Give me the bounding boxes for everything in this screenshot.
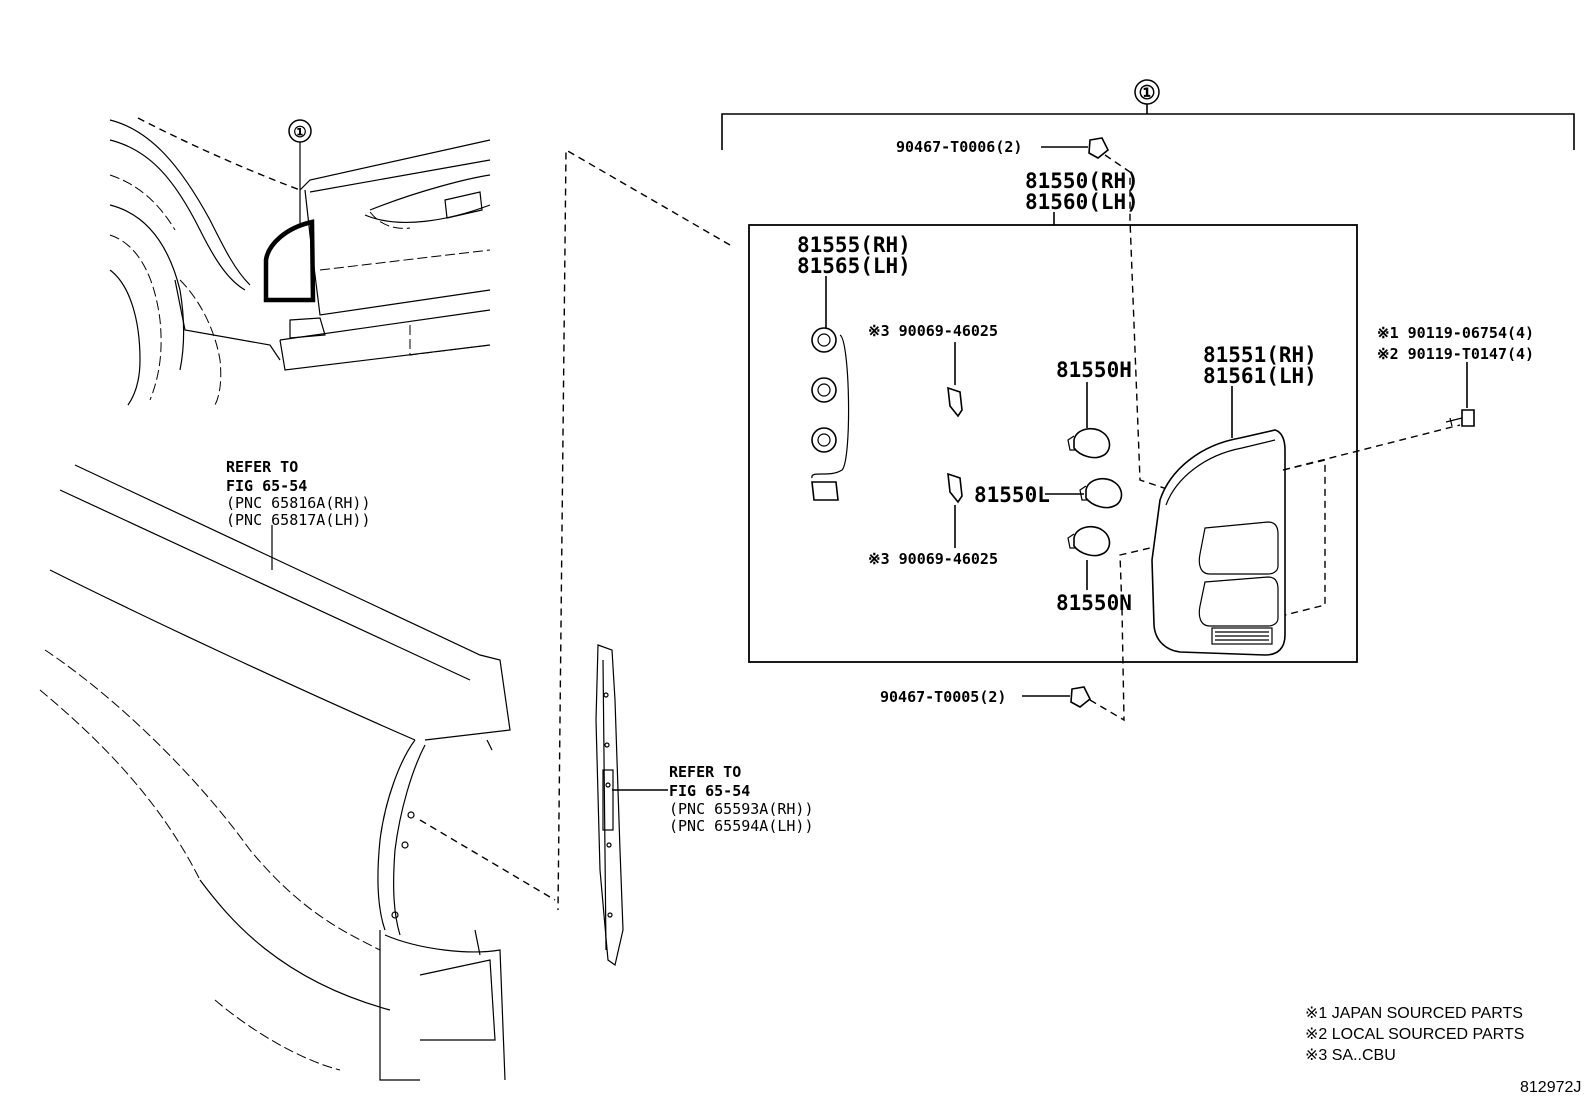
refer-panel-line4: (PNC 65594A(LH)) bbox=[669, 817, 814, 835]
refer-panel-line3: (PNC 65593A(RH)) bbox=[669, 800, 814, 818]
refer-fender-line3: (PNC 65816A(RH)) bbox=[226, 494, 371, 512]
label-90119-06754: ※1 90119-06754(4) bbox=[1377, 324, 1534, 342]
footnotes: ※1 JAPAN SOURCED PARTS ※2 LOCAL SOURCED … bbox=[1305, 1005, 1524, 1064]
footnote-3: ※3 SA..CBU bbox=[1305, 1047, 1396, 1064]
assembly-bracket: ① bbox=[721, 79, 1575, 150]
rear-fender-drawing bbox=[39, 464, 556, 1081]
refer-fender-line2: FIG 65-54 bbox=[226, 477, 307, 495]
footnote-2: ※2 LOCAL SOURCED PARTS bbox=[1305, 1026, 1524, 1043]
tail-lamp-lens bbox=[1151, 386, 1461, 656]
label-81550L: 81550L bbox=[974, 483, 1050, 507]
label-81551-rh: 81551(RH) bbox=[1203, 343, 1317, 367]
refer-fender: REFER TO FIG 65-54 (PNC 65816A(RH)) (PNC… bbox=[226, 458, 371, 529]
refer-fender-line4: (PNC 65817A(LH)) bbox=[226, 511, 371, 529]
assembly-box bbox=[748, 224, 1358, 663]
clip-90069-46025-lower bbox=[947, 472, 963, 548]
label-81565-lh: 81565(LH) bbox=[797, 254, 911, 278]
refer-panel: REFER TO FIG 65-54 (PNC 65593A(RH)) (PNC… bbox=[669, 763, 814, 835]
bulb-81550L bbox=[1045, 477, 1123, 509]
clip-90069-46025-upper bbox=[947, 342, 963, 418]
label-81560-lh: 81560(LH) bbox=[1025, 190, 1139, 214]
refer-fender-line1: REFER TO bbox=[226, 458, 298, 476]
clip-90467-T0005 bbox=[1022, 547, 1151, 722]
refer-panel-line1: REFER TO bbox=[669, 763, 741, 781]
bulb-81550N bbox=[1067, 525, 1111, 590]
label-90119-T0147: ※2 90119-T0147(4) bbox=[1377, 345, 1534, 363]
label-81555-rh: 81555(RH) bbox=[797, 233, 911, 257]
footnote-1: ※1 JAPAN SOURCED PARTS bbox=[1305, 1005, 1523, 1022]
label-90467-T0005: 90467-T0005(2) bbox=[880, 688, 1006, 706]
label-81550-rh: 81550(RH) bbox=[1025, 169, 1139, 193]
label-90069-46025-upper: ※3 90069-46025 bbox=[868, 322, 998, 340]
screw-90119 bbox=[1445, 362, 1475, 427]
vehicle-rear-view: ① bbox=[109, 117, 491, 406]
label-81550H: 81550H bbox=[1056, 358, 1132, 382]
refer-panel-line2: FIG 65-54 bbox=[669, 782, 750, 800]
diagram-id: 812972J bbox=[1520, 1079, 1581, 1096]
clip-90467-T0006 bbox=[1041, 137, 1171, 491]
callout-vehicle: ① bbox=[293, 123, 306, 141]
callout-assembly: ① bbox=[1138, 82, 1155, 104]
label-81550N: 81550N bbox=[1056, 591, 1132, 615]
bracket-panel-drawing bbox=[595, 644, 668, 967]
label-81561-lh: 81561(LH) bbox=[1203, 364, 1317, 388]
label-90467-T0006: 90467-T0006(2) bbox=[896, 138, 1022, 156]
socket-wire-harness bbox=[811, 276, 850, 501]
label-90069-46025-lower: ※3 90069-46025 bbox=[868, 550, 998, 568]
bulb-81550H bbox=[1067, 382, 1111, 459]
